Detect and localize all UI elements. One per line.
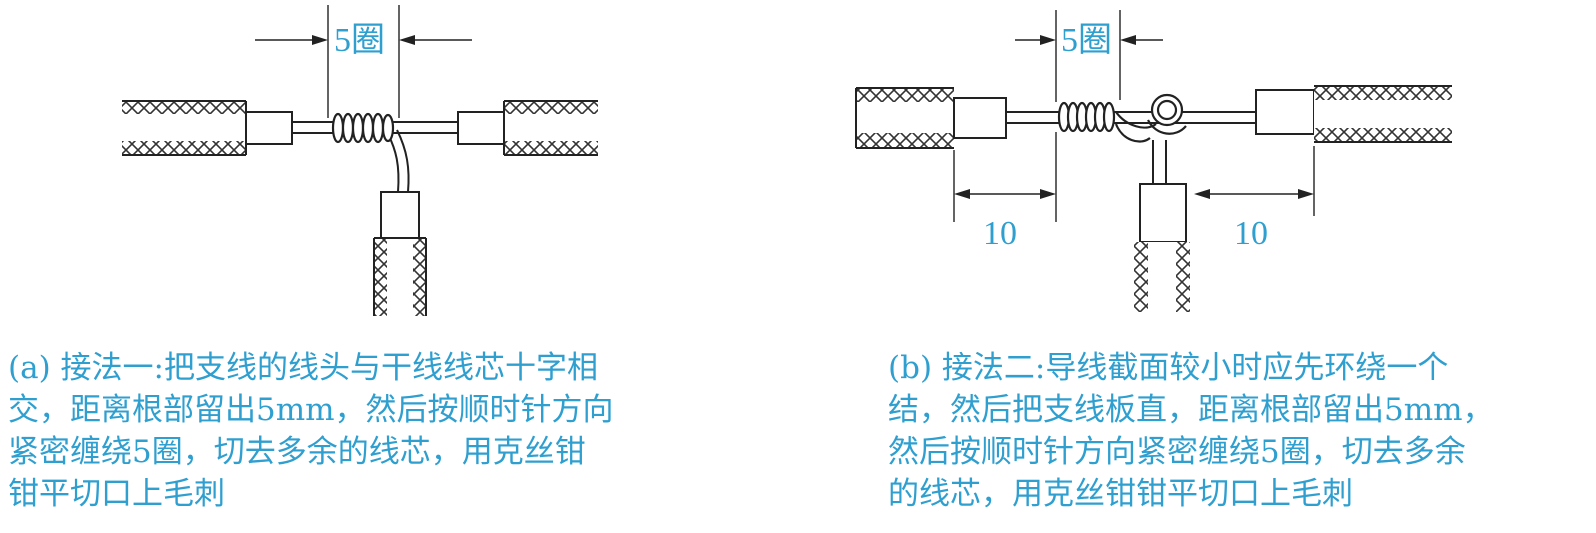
dimension-left-b [953, 132, 1057, 222]
caption-a-line-3: 紧密缠绕5圈，切去多余的线芯，用克丝钳 [8, 434, 586, 470]
coil-b [1057, 101, 1116, 133]
caption-b: (b) 接法二:导线截面较小时应先环绕一个 结，然后把支线板直，距离根部留出5m… [888, 347, 1588, 515]
right-cable-b [1255, 85, 1452, 143]
branch-cable-a [373, 191, 427, 316]
caption-a-line-2: 交，距离根部留出5mm，然后按顺时针方向 [8, 392, 614, 428]
left-dim-label-b: 10 [983, 215, 1017, 252]
branch-cable-b [1134, 183, 1190, 312]
right-dim-label-b: 10 [1234, 215, 1268, 252]
left-cable-a [122, 100, 293, 156]
caption-a-line-1: (a) 接法一:把支线的线头与干线线芯十字相 [8, 350, 598, 386]
dimension-a [255, 5, 472, 118]
caption-a: (a) 接法一:把支线的线头与干线线芯十字相 交，距离根部留出5mm，然后按顺时… [8, 347, 698, 515]
turns-label-b: 5圈 [1061, 22, 1112, 59]
caption-b-line-1: (b) 接法二:导线截面较小时应先环绕一个 [888, 350, 1449, 386]
caption-b-line-3: 然后按顺时针方向紧密缠绕5圈，切去多余 [888, 434, 1466, 470]
diagram-a [122, 5, 598, 316]
right-cable-a [457, 100, 598, 156]
left-cable-b [855, 87, 1007, 149]
knot-b [1114, 93, 1187, 143]
coil-a [331, 112, 395, 144]
caption-b-line-4: 的线芯，用克丝钳钳平切口上毛刺 [888, 476, 1353, 512]
caption-a-line-4: 钳平切口上毛刺 [8, 476, 225, 512]
turns-label-a: 5圈 [334, 22, 385, 59]
diagram-b [855, 10, 1452, 312]
dimension-right-b [1194, 146, 1315, 216]
caption-b-line-2: 结，然后把支线板直，距离根部留出5mm， [888, 392, 1494, 428]
dimension-turns-b [1015, 10, 1163, 102]
